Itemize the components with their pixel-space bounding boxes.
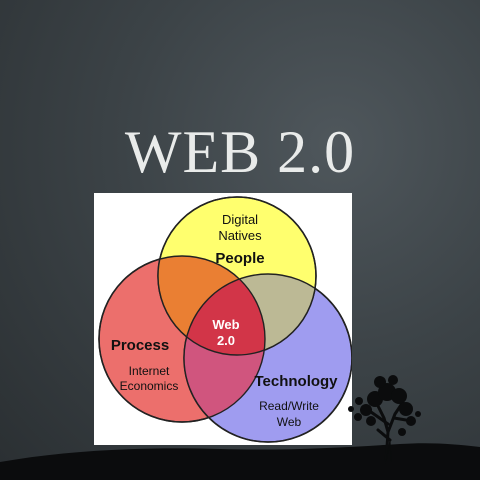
venn-diagram: Digital Natives People Process Internet … [94,193,352,445]
process-sub-label-2: Economics [120,379,179,393]
people-sub-label-1: Digital [222,212,258,227]
people-outline [157,196,317,356]
center-overlap [184,274,265,355]
slide-title: WEB 2.0 [124,119,356,185]
people-label: People [215,250,264,267]
process-outline [98,255,266,423]
technology-sub-label-2: Web [277,415,302,429]
center-label-1: Web [212,317,239,332]
process-label: Process [111,337,169,354]
technology-outline [183,273,352,443]
venn-diagram-svg: Digital Natives People Process Internet … [98,196,352,443]
hill-silhouette [0,443,480,480]
technology-sub-label-1: Read/Write [259,399,319,413]
process-sub-label-1: Internet [129,364,170,378]
center-label-2: 2.0 [217,333,235,348]
technology-label: Technology [254,373,338,390]
people-sub-label-2: Natives [218,228,262,243]
tree-icon [348,375,421,464]
